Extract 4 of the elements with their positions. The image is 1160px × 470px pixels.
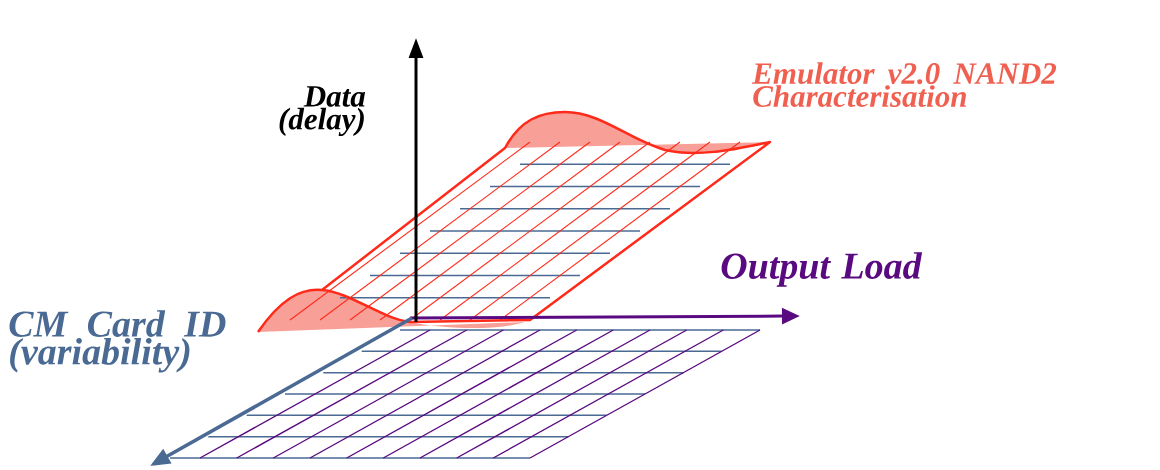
axis-label: CM Card ID (variability)	[9, 310, 226, 373]
axis-label: Output Load	[721, 252, 923, 287]
axis-label: Emulator v2.0 NAND2 Characterisation	[752, 62, 1057, 107]
axis-label: Data (delay)	[279, 86, 366, 136]
